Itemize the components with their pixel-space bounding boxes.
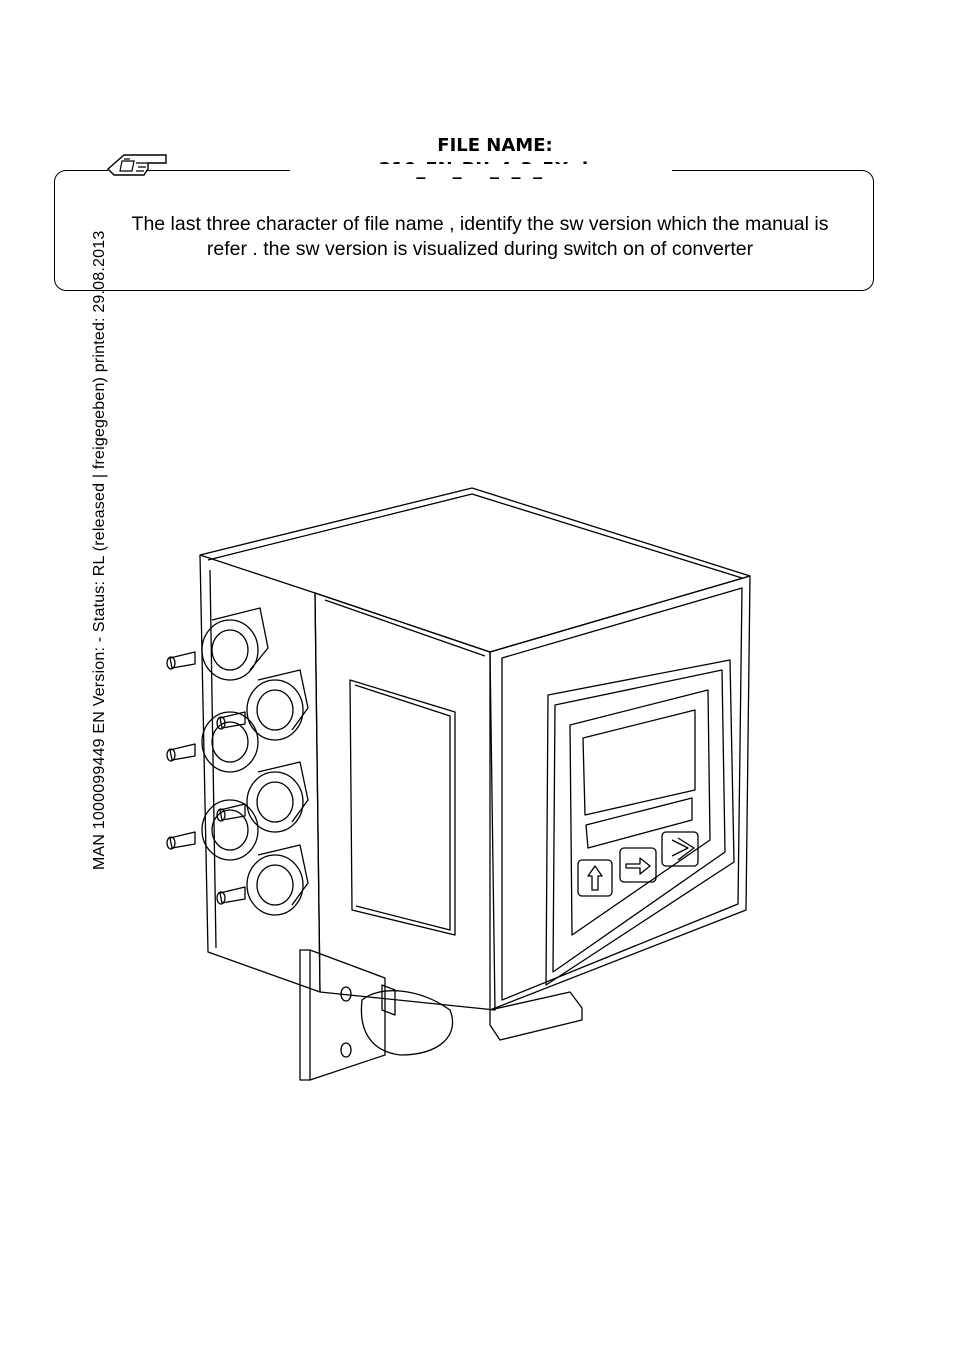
display-bezel xyxy=(545,659,735,986)
note-line-1: The last three character of file name , … xyxy=(131,213,829,235)
base-plate xyxy=(489,991,583,1041)
converter-illustration xyxy=(166,487,751,1081)
enter-key-icon xyxy=(671,837,695,861)
housing-front-face xyxy=(489,575,751,1011)
keypad-panel xyxy=(569,689,711,936)
mounting-bracket xyxy=(299,949,311,1081)
title-gap xyxy=(290,164,672,176)
enter-key xyxy=(661,831,699,867)
icon-gap xyxy=(108,164,146,176)
note-text: The last three character of file name , … xyxy=(96,212,864,262)
window-panel xyxy=(349,679,456,936)
note-line-2: refer . the sw version is visualized dur… xyxy=(206,238,754,260)
document-status-margin-note: MAN 1000099449 EN Version: - Status: RL … xyxy=(91,230,108,870)
cable-gland-1 xyxy=(166,607,269,681)
lcd-screen xyxy=(582,709,696,816)
up-arrow-key-icon xyxy=(587,865,603,891)
cable-gland-5 xyxy=(166,799,259,861)
cable-gland-3 xyxy=(166,711,259,773)
housing-top-face xyxy=(199,487,751,653)
right-arrow-key-icon xyxy=(625,857,651,875)
right-key xyxy=(619,847,657,883)
housing-middle-plate xyxy=(314,592,496,1011)
cable-gland-6 xyxy=(216,844,309,916)
pointing-hand-icon xyxy=(106,154,167,176)
cable-gland-4 xyxy=(216,761,309,833)
file-name-label: FILE NAME: xyxy=(437,135,553,156)
up-key xyxy=(577,859,613,897)
mounting-clamp xyxy=(360,990,454,1056)
